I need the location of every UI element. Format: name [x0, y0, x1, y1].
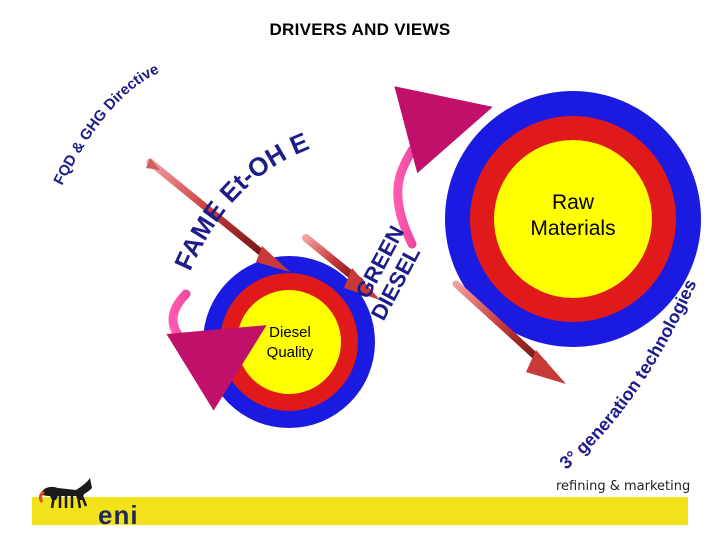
- dart-arrow-icon: [302, 234, 380, 300]
- brand-logo-text: eni: [98, 500, 139, 530]
- curved-arrow-icon: [393, 86, 493, 249]
- dart-arrow-icon: [452, 280, 566, 384]
- curved-arrow-icon: [166, 289, 267, 411]
- inner-yellow-disc: [494, 140, 652, 298]
- raw-materials-target: [445, 91, 701, 347]
- tagline: refining & marketing: [556, 479, 691, 494]
- page-title: DRIVERS AND VIEWS: [269, 20, 451, 39]
- diesel-quality-label: Diesel Quality: [266, 324, 314, 361]
- dart-arrow-icon: [146, 158, 290, 272]
- fqd-ghg-label: FQD & GHG Directive: [50, 61, 161, 188]
- fame-etoh-etbe-label: FAME Et-OH ETBE: [0, 0, 313, 274]
- six-legged-dog-icon: [38, 478, 92, 509]
- raw-materials-label: Raw Materials: [530, 191, 616, 240]
- footer-bar: [32, 497, 688, 525]
